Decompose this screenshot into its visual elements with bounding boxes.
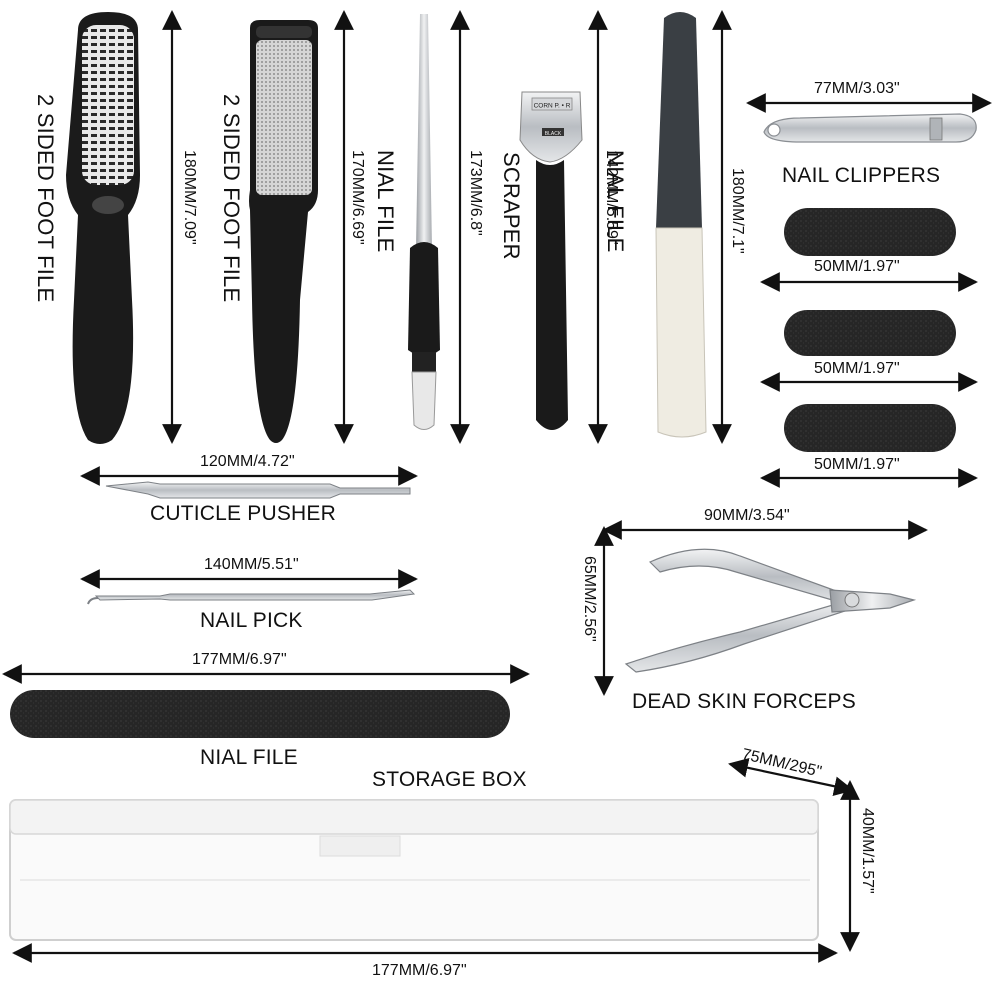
scraper: CORN P. • R BLACK: [519, 91, 583, 430]
nail-pick: [87, 589, 416, 605]
nail-file-small-label: NIAL FILE: [373, 150, 398, 253]
nail-file-block: [655, 12, 707, 438]
long-file-label: NIAL FILE: [200, 746, 298, 769]
mini-file-3-size: 50MM/1.97": [814, 456, 900, 473]
dead-skin-forceps: [624, 548, 917, 673]
mini-file-1-size: 50MM/1.97": [814, 258, 900, 275]
storage-box-height: 40MM/1.57": [859, 808, 876, 894]
mini-file-3: [784, 404, 956, 452]
nail-pick-label: NAIL PICK: [200, 609, 303, 632]
scraper-blade-text: CORN P. • R: [534, 103, 571, 110]
cuticle-pusher-size: 120MM/4.72": [200, 453, 295, 470]
nail-pick-size: 140MM/5.51": [204, 556, 299, 573]
mini-file-2-size: 50MM/1.97": [814, 360, 900, 377]
forceps-width: 90MM/3.54": [704, 507, 790, 524]
cuticle-pusher-label: CUTICLE PUSHER: [150, 502, 336, 525]
foot-file-2: [249, 20, 318, 443]
nail-clippers-label: NAIL CLIPPERS: [782, 164, 941, 187]
nail-file-small-size: 173MM/6.8": [467, 150, 484, 236]
foot-file-2-label: 2 SIDED FOOT FILE: [219, 94, 244, 303]
foot-file-1-size: 180MM/7.09": [181, 150, 198, 245]
scraper-label: SCRAPER: [499, 152, 524, 260]
scraper-blade-text: BLACK: [545, 131, 562, 137]
nail-file-block-size: 180MM/7.1": [729, 168, 746, 254]
forceps-height: 65MM/2.56": [581, 556, 598, 642]
storage-box: [9, 799, 819, 941]
cuticle-pusher: [105, 481, 411, 499]
foot-file-1-label: 2 SIDED FOOT FILE: [33, 94, 58, 303]
dimension-arrows: [2, 10, 992, 963]
storage-box-label: STORAGE BOX: [372, 768, 527, 791]
foot-file-2-size: 170MM/6.69": [349, 150, 366, 245]
nail-file-small: [408, 14, 440, 430]
scraper-size: 142MM/5.59": [603, 150, 620, 245]
forceps-label: DEAD SKIN FORCEPS: [632, 690, 856, 713]
nail-clippers-size: 77MM/3.03": [814, 80, 900, 97]
nail-clippers: [763, 113, 977, 143]
long-nail-file: [10, 690, 510, 738]
mini-file-1: [784, 208, 956, 256]
foot-file-1: [66, 12, 140, 444]
mini-file-2: [784, 310, 956, 356]
long-file-size: 177MM/6.97": [192, 651, 287, 668]
storage-box-length: 177MM/6.97": [372, 962, 467, 979]
